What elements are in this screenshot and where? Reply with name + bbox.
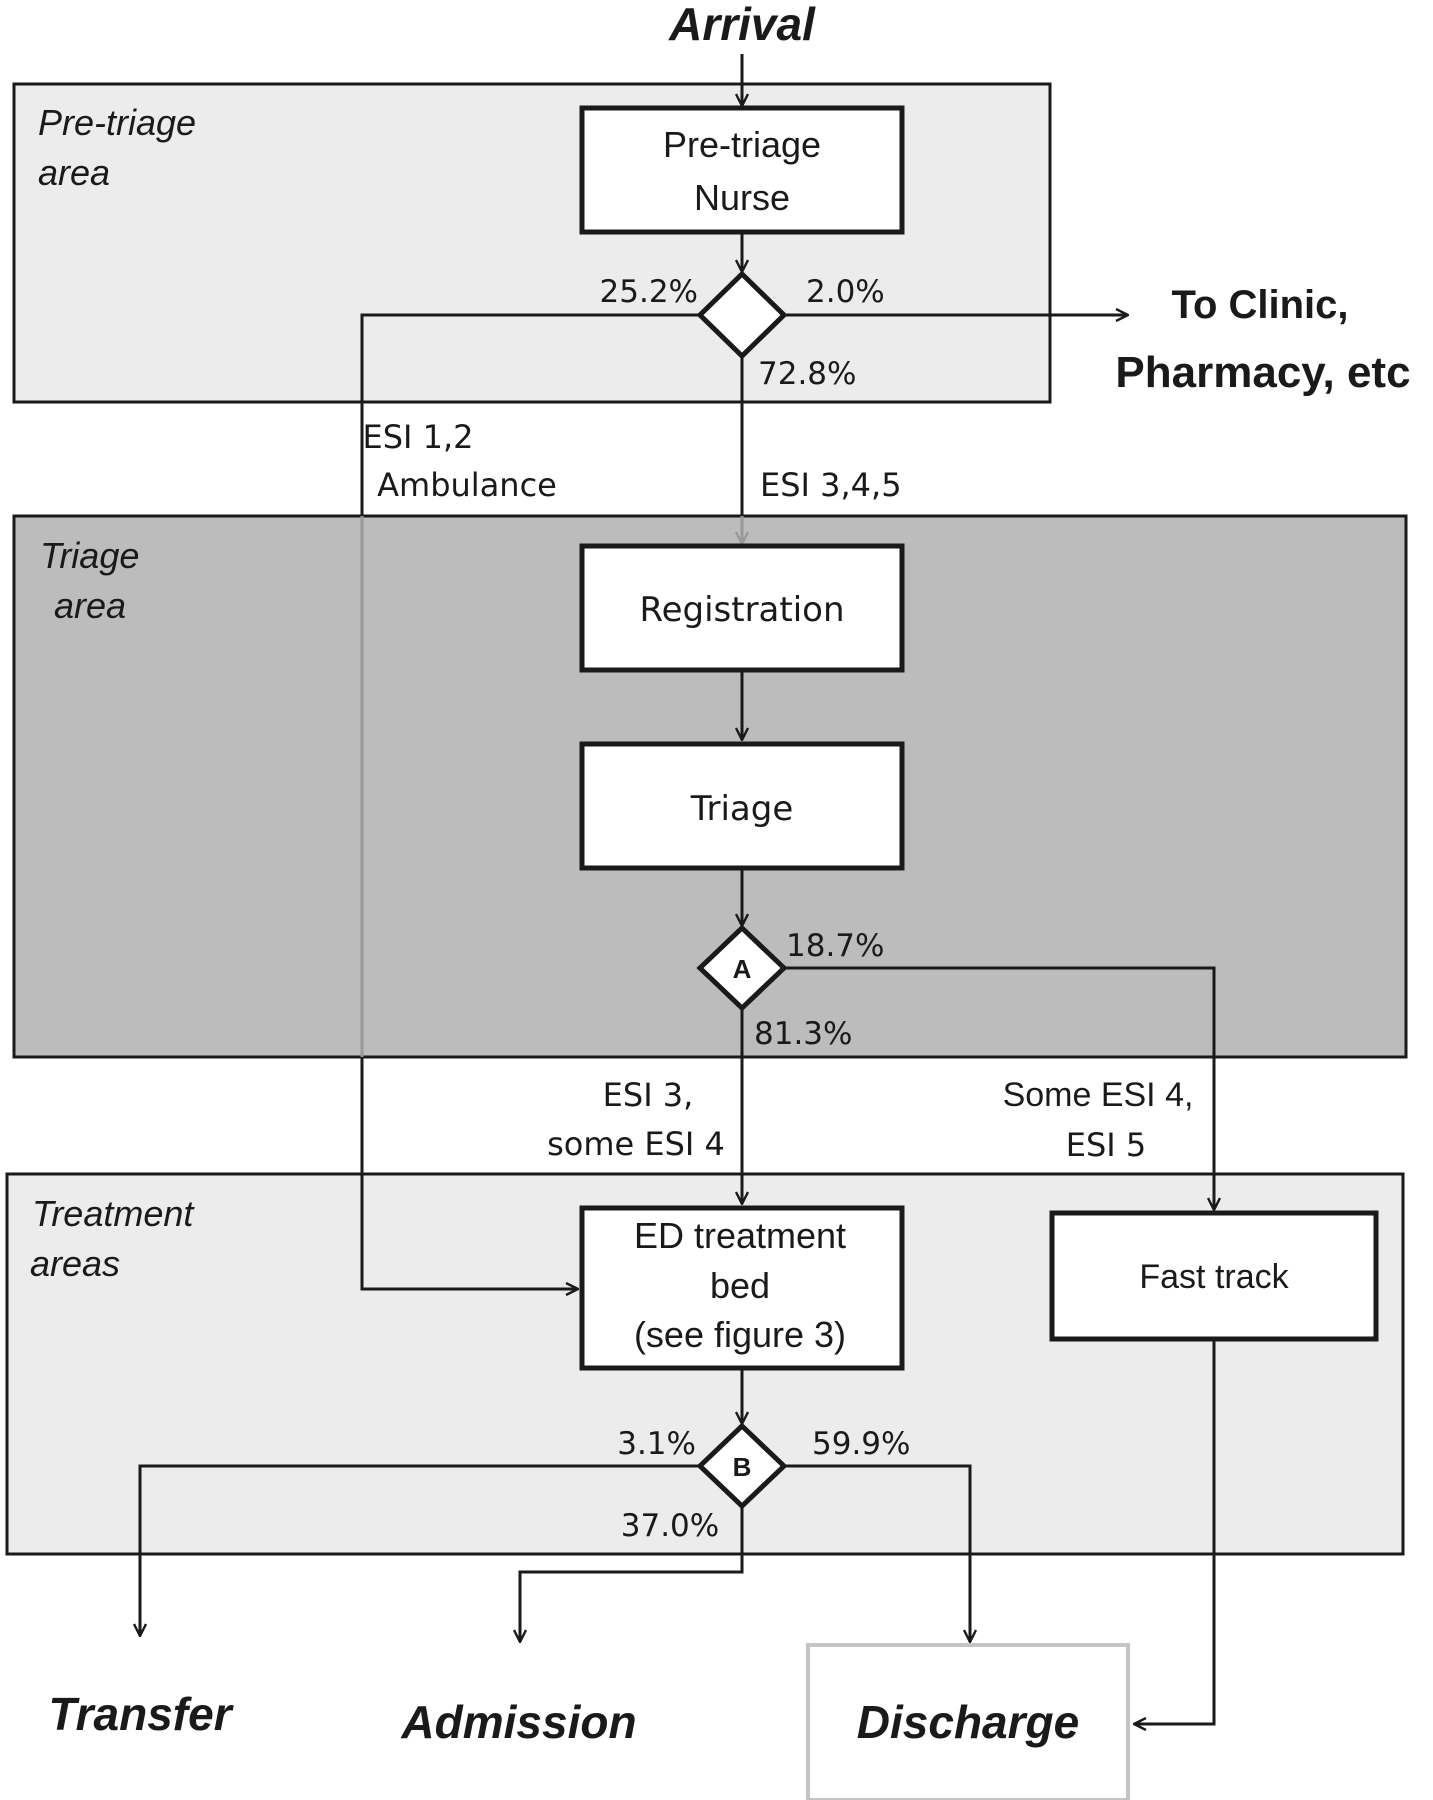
triage-area-label-line1: Triage [40, 535, 139, 576]
decision-b-down-pct: 37.0% [621, 1508, 719, 1544]
ambulance-path-to-bed [360, 1057, 578, 1289]
fast-track-label: Fast track [1139, 1258, 1289, 1296]
fast-track-box [1049, 1210, 1379, 1342]
some4-esi5-label-line2: ESI 5 [1066, 1126, 1147, 1164]
discharge-box [806, 1643, 1130, 1800]
pretriage-nurse-label-line2: Nurse [694, 177, 790, 218]
ed-treatment-bed-box [579, 1205, 905, 1371]
arrival-label: Arrival [668, 0, 816, 50]
decision-b-to-transfer-arrow [140, 1464, 700, 1636]
pretriage-right-pct: 2.0% [806, 274, 885, 310]
pretriage-area-label-line1: Pre-triage [38, 102, 196, 143]
some4-esi5-label-line1: Some ESI 4, [1003, 1076, 1194, 1114]
decision-b-label: B [733, 1452, 752, 1482]
triage-area-label-line2: area [54, 585, 126, 626]
triage-box [579, 741, 905, 871]
decision-a-to-fast-track-arrow [784, 966, 1214, 1210]
esi12-label-line2: Ambulance [377, 466, 557, 504]
registration-label: Registration [639, 590, 844, 630]
fast-track-to-discharge-arrow [1134, 1339, 1216, 1724]
pretriage-nurse-label-line1: Pre-triage [663, 124, 821, 165]
to-clinic-label-line2: Pharmacy, etc [1115, 348, 1410, 397]
pretriage-area-label-line2: area [38, 152, 110, 193]
pretriage-down-pct: 72.8% [758, 356, 856, 392]
treatment-area-label-line1: Treatment [32, 1193, 195, 1234]
esi3-some4-label-line1: ESI 3, [603, 1076, 694, 1114]
ed-bed-label-line1: ED treatment [634, 1215, 846, 1256]
treatment-area-label-line2: areas [30, 1243, 120, 1284]
decision-b-to-discharge-arrow [784, 1464, 970, 1642]
decision-b-to-admission-arrow [520, 1506, 744, 1642]
esi345-label: ESI 3,4,5 [760, 466, 902, 504]
ambulance-path-dark [360, 313, 700, 516]
transfer-label: Transfer [48, 1688, 233, 1740]
esi12-label-line1: ESI 1,2 [362, 418, 473, 456]
discharge-label: Discharge [857, 1696, 1079, 1748]
decision-b-right-pct: 59.9% [812, 1426, 910, 1462]
to-clinic-label-line1: To Clinic, [1171, 283, 1348, 327]
ed-bed-label-line3: (see figure 3) [634, 1314, 846, 1355]
decision-a-right-pct: 18.7% [786, 928, 884, 964]
pretriage-left-pct: 25.2% [600, 274, 698, 310]
decision-a-down-pct: 81.3% [754, 1016, 852, 1052]
registration-box [579, 543, 905, 673]
ed-bed-label-line2: bed [710, 1265, 770, 1306]
esi3-some4-label-line2: some ESI 4 [547, 1125, 725, 1163]
decision-a-label: A [733, 954, 752, 984]
triage-label: Triage [690, 789, 794, 829]
admission-label: Admission [400, 1696, 636, 1748]
decision-b-left-pct: 3.1% [617, 1426, 696, 1462]
